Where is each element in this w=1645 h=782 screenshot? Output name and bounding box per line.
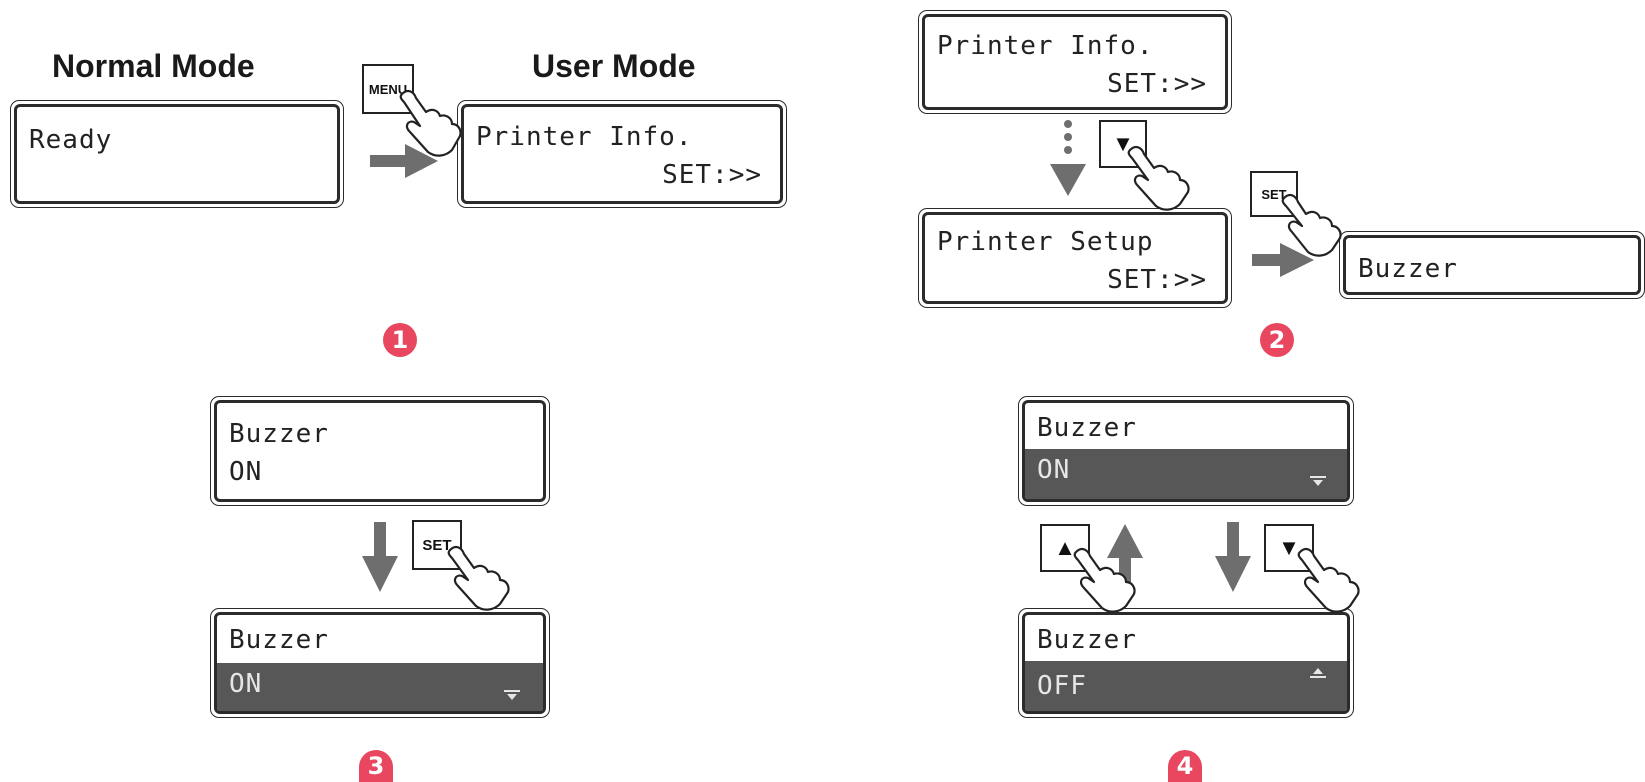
buzzer-on-display: Buzzer ON (210, 396, 550, 506)
buzzer-on-line2: ON (229, 457, 263, 487)
down-arrow-icon (1215, 522, 1251, 592)
step4-top-line1: Buzzer (1037, 413, 1137, 443)
scroll-down-indicator-icon (504, 690, 520, 700)
set-key-step3[interactable]: SET (412, 520, 462, 570)
step-2-number: 2 (1268, 326, 1286, 354)
buzzer-on-selected-display-step4: Buzzer ON (1018, 396, 1354, 506)
user-mode-display-line2: SET:>> (662, 160, 762, 190)
printer-setup-line1: Printer Setup (937, 227, 1154, 257)
down-scroll-arrow-icon (1050, 120, 1086, 196)
right-arrow-icon (1252, 243, 1314, 277)
pointing-hand-icon (1281, 193, 1342, 257)
printer-info-line1: Printer Info. (937, 31, 1154, 61)
scroll-down-indicator-icon (1310, 476, 1326, 486)
step-3-badge: 3 (359, 750, 393, 782)
down-key-step4-glyph: ▼ (1278, 535, 1300, 560)
buzzer-on-selected-display: Buzzer ON (210, 608, 550, 718)
selection-highlight: ON (217, 663, 543, 711)
step-4-number: 4 (1176, 752, 1194, 780)
up-key-glyph: ▲ (1054, 535, 1076, 560)
step-2-badge: 2 (1260, 323, 1294, 357)
printer-setup-line2: SET:>> (1107, 265, 1207, 295)
right-arrow-icon (370, 144, 438, 178)
step4-top-line2: ON (1037, 455, 1071, 485)
buzzer-selected-line2: ON (229, 669, 263, 699)
printer-setup-display: Printer Setup SET:>> (918, 208, 1232, 308)
buzzer-display-step2: Buzzer (1339, 231, 1645, 299)
buzzer-off-selected-display: Buzzer OFF (1018, 608, 1354, 718)
buzzer-on-line1: Buzzer (229, 419, 329, 449)
down-key-glyph: ▼ (1112, 131, 1134, 156)
pointing-hand-icon (1127, 145, 1190, 211)
step4-bottom-line1: Buzzer (1037, 625, 1137, 655)
down-arrow-icon (362, 522, 398, 592)
buzzer-selected-line1: Buzzer (229, 625, 329, 655)
user-mode-display-line1: Printer Info. (476, 122, 693, 152)
buzzer-display-step2-text: Buzzer (1358, 254, 1458, 284)
pointing-hand-icon (1073, 547, 1136, 613)
menu-key-label: MENU (368, 81, 408, 97)
pointing-hand-icon (399, 89, 462, 157)
step4-bottom-highlight: OFF (1025, 661, 1347, 711)
normal-mode-heading: Normal Mode (52, 48, 255, 84)
set-key-step2-label: SET (1261, 186, 1287, 202)
step-1-badge: 1 (383, 323, 417, 357)
printer-info-display: Printer Info. SET:>> (918, 10, 1232, 114)
ready-display: Ready (10, 100, 344, 208)
ready-display-text: Ready (29, 125, 113, 155)
step4-bottom-line2: OFF (1037, 671, 1087, 701)
step-1-number: 1 (391, 326, 409, 354)
user-mode-heading: User Mode (532, 48, 696, 84)
user-mode-display: Printer Info. SET:>> (457, 100, 787, 208)
pointing-hand-icon (447, 545, 510, 611)
step-4-badge: 4 (1168, 750, 1202, 782)
pointing-hand-icon (1297, 547, 1360, 613)
step-3-number: 3 (367, 752, 385, 780)
set-key-step3-label: SET (422, 536, 452, 554)
scroll-up-indicator-icon (1310, 668, 1326, 678)
step4-top-highlight: ON (1025, 449, 1347, 499)
printer-info-line2: SET:>> (1107, 69, 1207, 99)
